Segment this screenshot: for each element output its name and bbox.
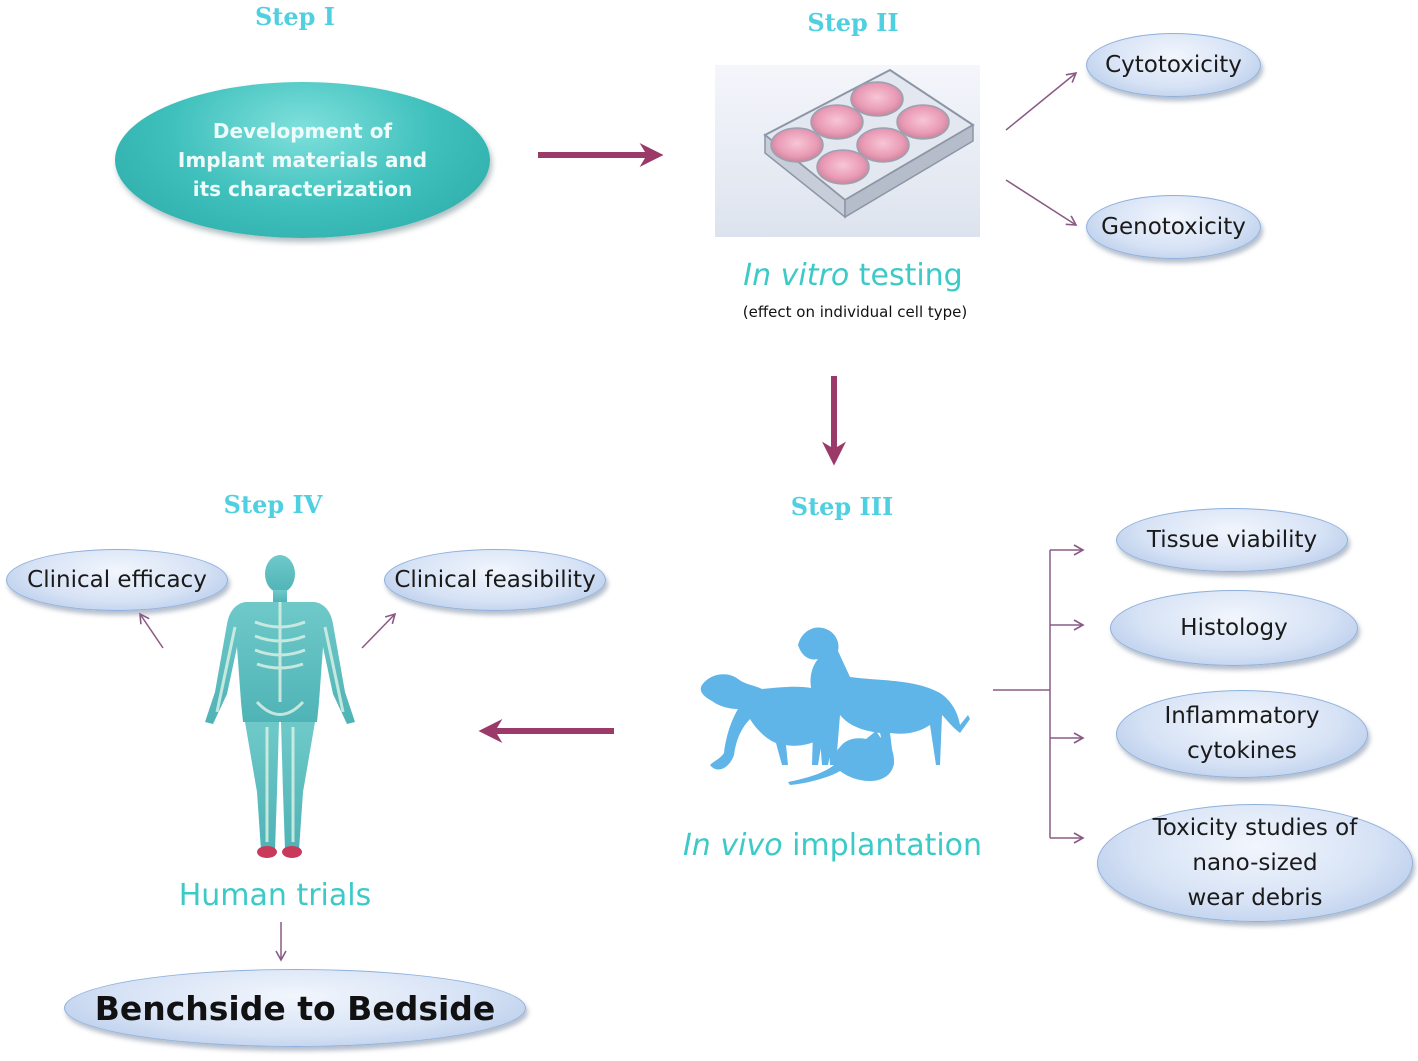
cytotoxicity-oval: Cytotoxicity: [1086, 33, 1261, 97]
clinical-feasibility-oval: Clinical feasibility: [384, 549, 606, 611]
inflammatory-cytokines-oval: Inflammatory cytokines: [1116, 690, 1368, 778]
toxicity-line-3: wear debris: [1187, 884, 1323, 911]
cell-culture-plate-image: [715, 65, 980, 237]
inflammatory-line-2: cytokines: [1187, 738, 1297, 764]
tissue-viability-oval: Tissue viability: [1116, 508, 1348, 572]
toxicity-studies-oval: Toxicity studies of nano-sized wear debr…: [1097, 804, 1413, 922]
in-vitro-testing-label: In vitro testing: [718, 258, 988, 293]
animals-image: [700, 627, 970, 785]
toxicity-line-2: nano-sized: [1192, 849, 1318, 876]
step-2-label: Step II: [807, 8, 899, 37]
in-vitro-italic: In vitro: [743, 258, 850, 293]
step-4-label: Step IV: [223, 490, 323, 519]
step-1-label: Step I: [254, 2, 336, 31]
in-vivo-italic: In vivo: [682, 828, 783, 863]
clinical-efficacy-oval: Clinical efficacy: [6, 549, 228, 611]
genotoxicity-oval: Genotoxicity: [1086, 195, 1261, 259]
implant-development-line-1: Development of: [212, 118, 393, 143]
in-vitro-rest: testing: [849, 258, 963, 293]
inflammatory-line-1: Inflammatory: [1164, 703, 1320, 729]
human-trials-label: Human trials: [178, 878, 372, 913]
benchside-to-bedside-oval: Benchside to Bedside: [64, 969, 526, 1047]
implant-development-oval: Development of Implant materials and its…: [115, 82, 490, 238]
in-vitro-subtitle: (effect on individual cell type): [742, 303, 968, 321]
arrow-to-genotoxicity: [1005, 179, 1078, 226]
human-body-image: [205, 555, 355, 858]
arrow-to-clinical-feasibility: [361, 612, 397, 649]
implant-development-line-3: its characterization: [192, 176, 413, 201]
histology-oval: Histology: [1110, 590, 1358, 666]
step-3-label: Step III: [790, 492, 894, 521]
toxicity-line-1: Toxicity studies of: [1152, 814, 1358, 841]
in-vivo-implantation-label: In vivo implantation: [680, 828, 985, 863]
implant-development-line-2: Implant materials and: [177, 147, 428, 172]
in-vivo-bracket: [993, 544, 1085, 844]
arrow-to-cytotoxicity: [1005, 71, 1078, 131]
in-vivo-rest: implantation: [782, 828, 983, 863]
arrow-to-clinical-efficacy: [139, 612, 164, 649]
